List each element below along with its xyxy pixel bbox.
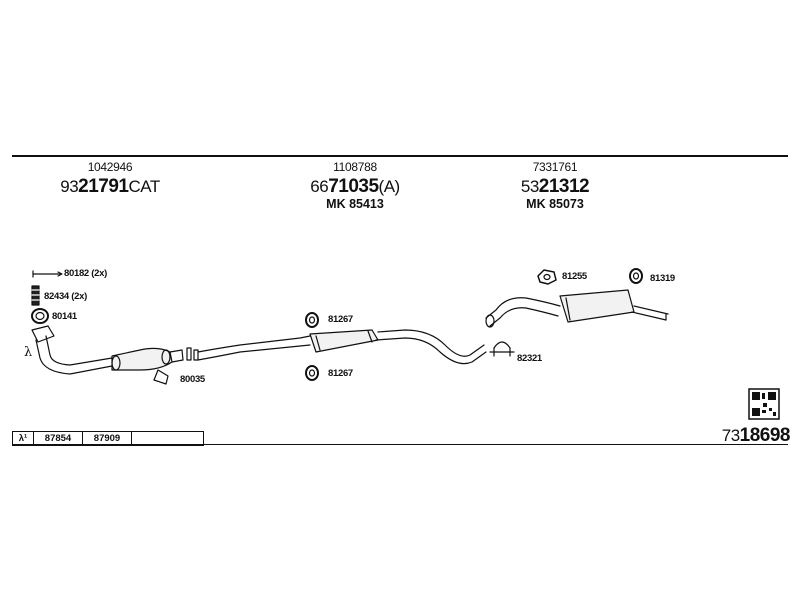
header-rear-mounting-kit: MK 85073 xyxy=(526,197,584,211)
gasket-ring-icon xyxy=(31,308,49,324)
middle-silencer-pipe xyxy=(197,329,487,365)
header-middle-oe-number: 1108788 xyxy=(333,160,377,174)
qr-code-icon xyxy=(748,388,780,420)
label-pipe-clamp: 82321 xyxy=(517,353,542,364)
label-rear-rubber-ring: 81319 xyxy=(650,273,675,284)
pipe-clamp-icon xyxy=(489,341,515,357)
header-middle-mounting-kit: MK 85413 xyxy=(326,197,384,211)
ref-table-cell: 87909 xyxy=(83,432,132,445)
lambda-symbol: λ xyxy=(24,345,32,360)
reference-table: λ¹ 87854 87909 xyxy=(12,431,204,446)
ref-table-symbol: λ¹ xyxy=(13,432,34,445)
label-rubber-ring-bottom: 81267 xyxy=(328,368,353,379)
spring-icon xyxy=(31,285,40,306)
rubber-ring-top-icon xyxy=(305,312,319,328)
header-middle-part-number: 6671035(A) xyxy=(310,176,400,197)
ref-table-cell: 87854 xyxy=(34,432,83,445)
header-middle-silencer: 1108788 6671035(A) MK 85413 xyxy=(290,161,420,211)
rear-silencer xyxy=(485,289,669,328)
label-spring: 82434 (2x) xyxy=(44,291,87,302)
rubber-ring-bottom-icon xyxy=(305,365,319,381)
header-catalyst: 1042946 9321791CAT xyxy=(55,161,165,196)
bolt-icon xyxy=(32,270,63,278)
catalyst-front-pipe xyxy=(31,325,184,385)
rear-rubber-ring-icon xyxy=(629,268,643,284)
catalyst-bracket xyxy=(153,369,169,385)
bottom-rule xyxy=(12,444,788,445)
header-catalyst-oe-number: 1042946 xyxy=(87,160,133,174)
label-catalyst-bracket: 80035 xyxy=(180,374,205,385)
label-bolt: 80182 (2x) xyxy=(64,268,107,279)
header-rear-oe-number: 7331761 xyxy=(532,160,578,174)
label-rubber-ring-top: 81267 xyxy=(328,314,353,325)
header-catalyst-part-number: 9321791CAT xyxy=(60,176,160,197)
label-rear-gasket: 81255 xyxy=(562,271,587,282)
rear-gasket-icon xyxy=(537,269,557,285)
label-gasket: 80141 xyxy=(52,311,77,322)
top-rule xyxy=(12,155,788,157)
flange-connection xyxy=(186,347,199,361)
header-rear-silencer: 7331761 5321312 MK 85073 xyxy=(495,161,615,211)
set-number: 7318698 xyxy=(721,425,791,446)
header-rear-part-number: 5321312 xyxy=(520,176,590,197)
